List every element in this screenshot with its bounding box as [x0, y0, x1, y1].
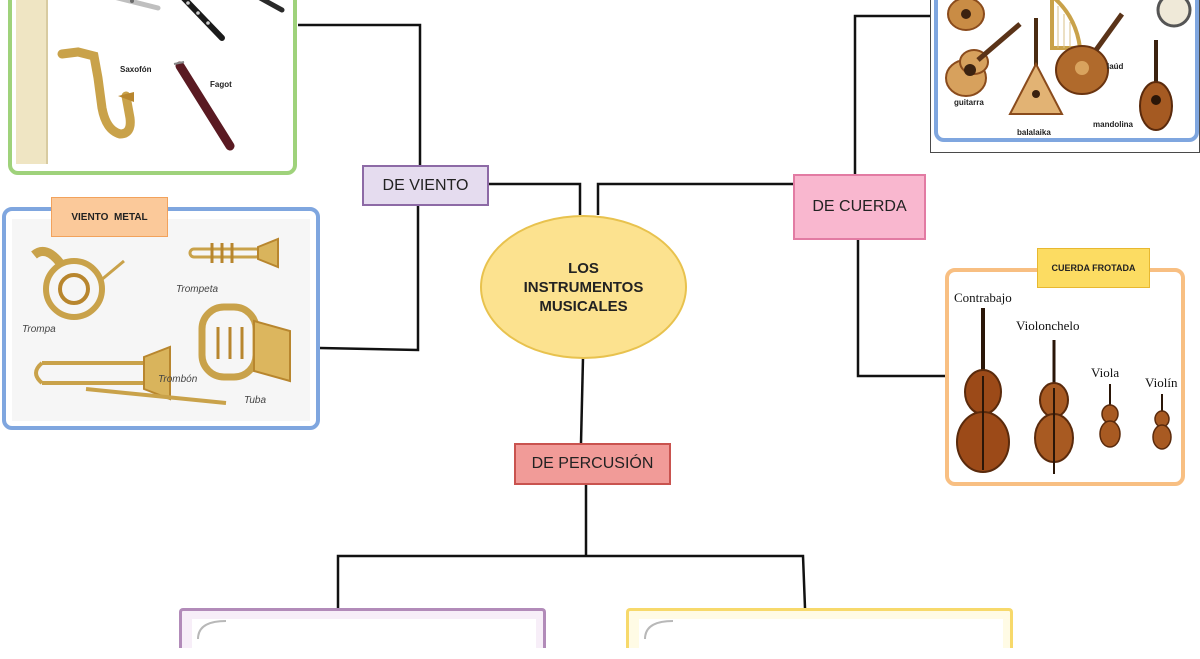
balalaika-icon — [1008, 18, 1064, 115]
center-topic[interactable]: LOS INSTRUMENTOS MUSICALES — [480, 215, 687, 359]
clarinet-icon — [181, 0, 225, 41]
panel-viento-madera: Saxofón Fagot — [8, 0, 297, 175]
label-trompa: Trompa — [22, 324, 56, 335]
panel-cuerda-pulsada: guitarra balalaika laúd mandolina — [934, 0, 1199, 142]
drum-icon — [197, 620, 227, 640]
saxophone-icon — [57, 47, 135, 139]
panel-cuerda-frotada: Contrabajo Violonchelo Viola Violín — [945, 268, 1185, 486]
label-tuba: Tuba — [244, 395, 267, 406]
label-laud: laúd — [1107, 62, 1124, 71]
trombone-icon — [34, 345, 227, 405]
tab-cuerda-frotada: CUERDA FROTADA — [1037, 248, 1150, 288]
label-fagot: Fagot — [210, 80, 232, 89]
tab-viento-metal: VIENTO METAL — [51, 197, 168, 237]
label-balalaika: balalaika — [1017, 128, 1051, 137]
label-mandolina: mandolina — [1093, 120, 1134, 129]
double-bass-icon — [956, 308, 1010, 473]
node-de-cuerda[interactable]: DE CUERDA — [793, 174, 926, 240]
panel-percusion-right — [626, 608, 1013, 659]
node-de-percusion[interactable]: DE PERCUSIÓN — [514, 443, 671, 485]
guitar-icon — [945, 22, 1022, 97]
center-title: LOS INSTRUMENTOS MUSICALES — [523, 259, 644, 315]
tuba-icon — [198, 303, 291, 383]
label-trombon: Trombón — [158, 374, 198, 385]
panel-percusion-left — [179, 608, 546, 659]
cymbal-icon — [644, 620, 674, 640]
viola-icon — [1099, 384, 1121, 448]
guitar-small-icon — [947, 0, 985, 31]
label-violin: Violín — [1145, 375, 1178, 390]
banjo-icon — [1156, 0, 1192, 28]
french-horn-icon — [31, 246, 125, 320]
label-guitarra: guitarra — [954, 98, 984, 107]
node-de-viento[interactable]: DE VIENTO — [362, 165, 489, 206]
oboe-icon — [258, 0, 285, 13]
label-contrabajo: Contrabajo — [954, 290, 1012, 305]
label-trompeta: Trompeta — [176, 284, 219, 295]
panel-percusion-left-inner — [192, 619, 536, 659]
lute-icon — [1055, 12, 1125, 95]
label-violonchelo: Violonchelo — [1016, 318, 1080, 333]
violin-icon — [1152, 394, 1172, 450]
cello-icon — [1034, 340, 1074, 474]
flute-icon — [115, 0, 161, 11]
panel-percusion-right-inner — [639, 619, 1003, 659]
panel-shading-strip — [16, 0, 48, 164]
trumpet-icon — [188, 237, 279, 269]
bassoon-icon — [173, 61, 235, 151]
connector-lines — [298, 14, 945, 609]
mandolin-icon — [1139, 40, 1173, 131]
label-viola: Viola — [1091, 365, 1120, 380]
label-saxofon: Saxofón — [120, 65, 152, 74]
panel-viento-metal: Trompa Trompeta Tuba Trombón — [2, 207, 320, 430]
